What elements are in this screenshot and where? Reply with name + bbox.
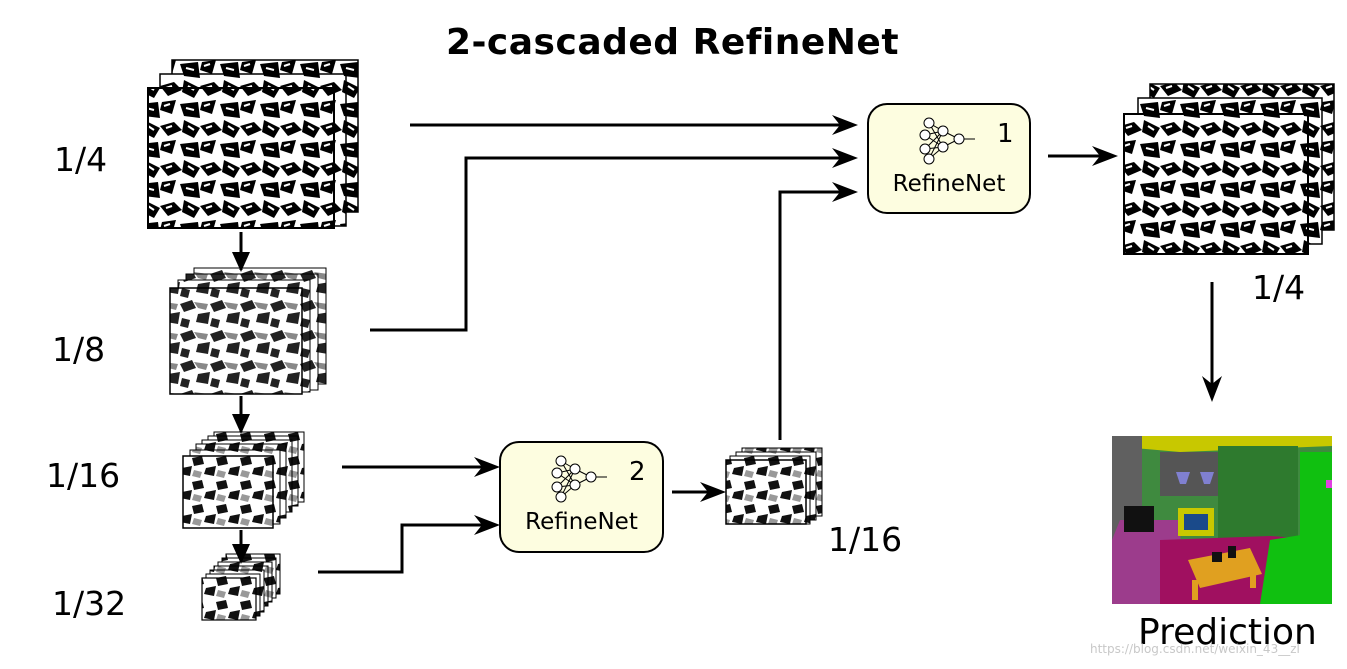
arrow-mid-to-refinenet-1: [778, 190, 850, 440]
refinenet-block-1: 1 RefineNet: [867, 103, 1031, 214]
refinenet-2-label: RefineNet: [525, 509, 638, 535]
diagram-title-text: 2-cascaded RefineNet: [445, 22, 900, 63]
arrow-1-8-to-refinenet-1: [370, 156, 850, 332]
scale-label-1-8: 1/8: [52, 330, 106, 369]
feature-map-stack-output-1-4: [1123, 83, 1335, 255]
watermark: https://blog.csdn.net/weixin_43__zl: [1090, 642, 1300, 656]
refinenet-1-label: RefineNet: [892, 171, 1006, 197]
feature-map-stack-mid-1-16: [725, 447, 823, 525]
arrow-1-32-to-refinenet-2: [318, 523, 494, 574]
scale-label-1-32: 1/32: [52, 584, 127, 623]
prediction-segmentation: [1112, 436, 1332, 604]
feature-map-stack-1-4: [147, 59, 359, 229]
diagram-title: 2-cascaded RefineNet: [0, 22, 1347, 63]
feature-map-stack-1-16: [182, 431, 305, 529]
feature-map-stack-1-8: [169, 267, 327, 395]
neural-network-icon: [919, 117, 975, 165]
refinenet-2-number: 2: [629, 457, 646, 487]
scale-label-output-1-4: 1/4: [1252, 268, 1306, 307]
refinenet-block-2: 2 RefineNet: [499, 441, 664, 553]
prediction-label: Prediction: [1138, 612, 1317, 653]
feature-map-stack-1-32: [201, 553, 281, 621]
scale-label-1-16: 1/16: [46, 456, 121, 495]
neural-network-icon: [551, 455, 607, 503]
scale-label-mid-1-16: 1/16: [828, 520, 903, 559]
arrowheads: [232, 115, 1222, 564]
refinenet-1-number: 1: [997, 119, 1014, 149]
scale-label-1-4: 1/4: [54, 140, 108, 179]
